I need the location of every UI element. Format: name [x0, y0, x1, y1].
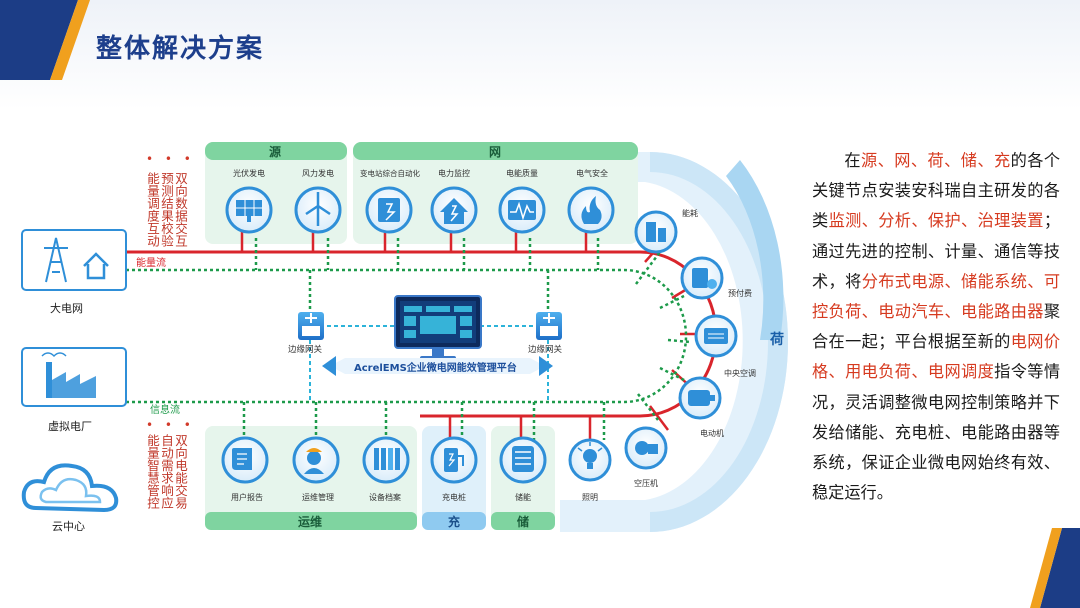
description-paragraph: 在源、网、荷、储、充的各个关键节点安装安科瑞自主研发的各类监测、分析、保护、治理… — [812, 146, 1060, 508]
central-ac-icon — [694, 314, 738, 358]
ops-item-management: 运维管理 — [302, 492, 334, 502]
load-item-lighting: 照明 — [582, 493, 598, 502]
para-seg-8: 指令等情况，灵活调整微电网控制策略并下发给储能、充电桩、电能路由器等系统，保证企… — [812, 362, 1061, 503]
grid-panel — [353, 142, 638, 244]
gateway-right-icon — [536, 312, 562, 340]
power-tower-icon — [44, 237, 68, 283]
load-item-prepay: 预付费 — [728, 288, 752, 298]
electrical-safety-icon — [567, 186, 615, 234]
grid-item-quality: 电能质量 — [506, 168, 538, 178]
source-item-wind: 风力发电 — [302, 168, 334, 178]
section-storage-label: 储 — [517, 514, 529, 529]
annot-top-line-3: 双向数据交互 — [173, 172, 188, 247]
power-grid-box — [21, 229, 127, 291]
energy-consumption-icon — [634, 210, 678, 254]
annot-bottom-dots: • • • — [146, 418, 195, 432]
cloud-icon — [21, 463, 119, 513]
gateway-left-icon — [298, 312, 324, 340]
power-monitoring-icon — [430, 186, 478, 234]
page-title: 整体解决方案 — [96, 34, 265, 64]
annot-top-line-2: 预测结果校验 — [159, 172, 174, 247]
prepayment-icon — [680, 256, 724, 300]
load-item-energy: 能耗 — [682, 208, 698, 218]
gateway-right-label: 边缘网关 — [528, 344, 563, 355]
section-grid-label: 网 — [489, 145, 501, 159]
annot-top-line-1: 能量调度互动 — [145, 172, 160, 247]
annot-bottom-line-1: 能量智慧管控 — [145, 434, 160, 509]
para-seg-2: 的各个关键节点安装安科瑞自主研发的各类 — [812, 151, 1061, 231]
charge-item-pile: 充电桩 — [442, 492, 466, 502]
para-seg-6: 聚合在一起；平台根据至新的 — [812, 302, 1060, 352]
gateway-left-label: 边缘网关 — [288, 344, 323, 355]
power-quality-icon — [498, 186, 546, 234]
air-compressor-icon — [624, 426, 668, 470]
wind-turbine-icon — [294, 186, 342, 234]
section-load-label: 荷 — [769, 331, 784, 348]
para-seg-7: 电网价格、用电负荷、电网调度 — [812, 332, 1061, 382]
substation-automation-icon — [365, 186, 413, 234]
motor-icon — [678, 376, 722, 420]
energy-flow-label: 能量流 — [136, 256, 166, 269]
grid-item-substation: 变电站综合自动化 — [360, 168, 420, 178]
load-item-ac: 中央空调 — [724, 368, 756, 378]
factory-icon — [41, 352, 96, 398]
load-item-compressor: 空压机 — [634, 478, 658, 488]
node-cloud-label: 云中心 — [52, 520, 85, 533]
grid-item-monitor: 电力监控 — [438, 168, 470, 178]
ops-item-archive: 设备档案 — [369, 492, 401, 502]
annot-bottom-line-2: 自动需求响应 — [159, 434, 174, 509]
storage-item-battery: 储能 — [515, 492, 531, 502]
section-charge-label: 充 — [448, 514, 460, 529]
ops-management-icon — [292, 436, 340, 484]
ops-item-report: 用户报告 — [231, 492, 263, 502]
equipment-archive-icon — [362, 436, 410, 484]
grid-item-safety: 电气安全 — [576, 168, 608, 178]
corner-decoration-bottom-right — [1030, 528, 1080, 608]
para-seg-3: 监测、分析、保护、治理装置 — [828, 211, 1044, 231]
annot-bottom-line-3: 双向电能交易 — [173, 434, 188, 509]
load-panel — [560, 152, 788, 532]
solar-icon — [225, 186, 273, 234]
section-source-label: 源 — [269, 144, 281, 159]
load-item-motor: 电动机 — [700, 428, 724, 438]
node-power-grid-label: 大电网 — [50, 301, 83, 315]
para-seg-5: 分布式电源、储能系统、可控负荷、电动汽车、电能路由器 — [812, 271, 1061, 322]
info-flow-label: 信息流 — [150, 403, 180, 416]
source-item-solar: 光伏发电 — [233, 168, 265, 178]
para-seg-4: ；通过先进的控制、计量、通信等技术，将 — [812, 211, 1061, 291]
energy-storage-icon — [499, 436, 547, 484]
para-seg-0: 在 — [844, 151, 862, 170]
annot-top-dots: • • • — [146, 152, 195, 166]
platform-monitor-icon — [394, 295, 482, 360]
section-ops-label: 运维 — [298, 514, 322, 529]
node-vpp-label: 虚拟电厂 — [48, 419, 92, 433]
platform-title: AcrelEMS企业微电网能效管理平台 — [354, 361, 517, 374]
lighting-icon — [568, 438, 612, 482]
platform-banner: AcrelEMS企业微电网能效管理平台 — [322, 356, 553, 376]
para-seg-1: 源、网、荷、储、充 — [861, 151, 1011, 170]
user-report-icon — [221, 436, 269, 484]
corner-decoration-top-left — [0, 0, 90, 80]
house-icon — [83, 252, 109, 280]
charging-pile-icon — [430, 436, 478, 484]
